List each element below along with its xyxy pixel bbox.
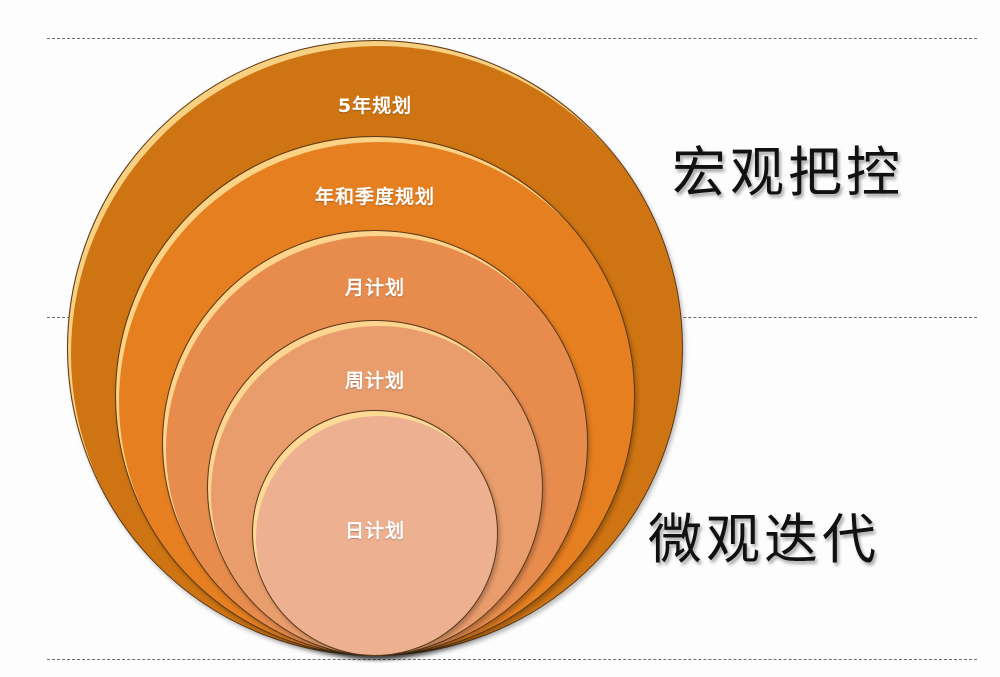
- micro-iteration-label: 微观迭代: [648, 508, 880, 571]
- ring-label: 月计划: [344, 277, 405, 299]
- guide-line-top: [47, 38, 977, 39]
- ring-label: 年和季度规划: [314, 186, 435, 208]
- ring-label: 5年规划: [337, 95, 413, 117]
- guide-line-bottom: [47, 659, 977, 660]
- ring-daily-plan: 日计划: [252, 410, 498, 656]
- ring-label: 日计划: [344, 520, 405, 542]
- macro-control-label: 宏观把控: [672, 141, 904, 204]
- ring-label: 周计划: [344, 370, 405, 392]
